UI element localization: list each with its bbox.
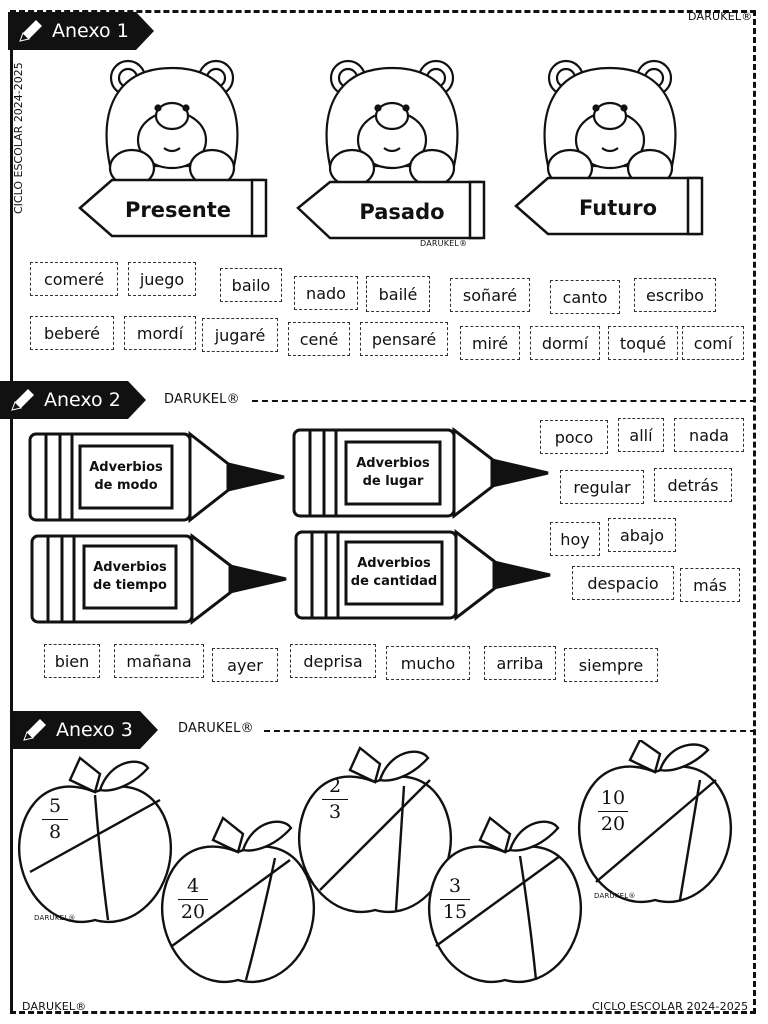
- fraction-4: 3 15: [440, 876, 470, 923]
- word-card[interactable]: escribo: [634, 278, 716, 312]
- word-card[interactable]: allí: [618, 418, 664, 452]
- brand-bears: DARUKEL®: [420, 239, 468, 248]
- word-card[interactable]: bailé: [366, 276, 430, 312]
- brand-apple-5: DARUKEL®: [594, 892, 636, 900]
- annex3-divider: [264, 730, 756, 732]
- page-border: [10, 10, 756, 1014]
- word-card[interactable]: detrás: [654, 468, 732, 502]
- fraction-numerator: 10: [600, 787, 626, 809]
- word-card[interactable]: hoy: [550, 522, 600, 556]
- brand-annex2: DARUKEL®: [164, 392, 240, 407]
- word-card[interactable]: toqué: [608, 326, 678, 360]
- word-card[interactable]: cené: [288, 322, 350, 356]
- word-card[interactable]: mordí: [124, 316, 196, 350]
- word-card[interactable]: despacio: [572, 566, 674, 600]
- word-card[interactable]: bailo: [220, 268, 282, 302]
- word-card[interactable]: poco: [540, 420, 608, 454]
- apples-illustration: [17, 740, 733, 984]
- fraction-bar: [322, 798, 348, 800]
- word-card[interactable]: arriba: [484, 646, 556, 680]
- fraction-numerator: 2: [328, 775, 342, 797]
- annex2-title: Anexo 2: [44, 389, 121, 411]
- word-card[interactable]: nado: [294, 276, 358, 310]
- fraction-numerator: 4: [186, 875, 200, 897]
- fraction-bar: [598, 810, 628, 812]
- word-card[interactable]: mañana: [114, 644, 204, 678]
- annex3-tag: Anexo 3: [12, 711, 158, 749]
- school-year-bottom: CICLO ESCOLAR 2024-2025: [592, 1000, 749, 1013]
- fraction-numerator: 3: [448, 875, 462, 897]
- fraction-5: 10 20: [598, 788, 628, 835]
- fraction-bar: [42, 818, 68, 820]
- bear-pencils: [78, 176, 704, 240]
- pencil-icon: [23, 719, 46, 741]
- bear-label-pasado: Pasado: [359, 200, 445, 224]
- bear-label-futuro: Futuro: [578, 196, 658, 220]
- bears-illustration: [105, 59, 677, 188]
- word-card[interactable]: juego: [128, 262, 196, 296]
- word-card[interactable]: comeré: [30, 262, 118, 296]
- fraction-denominator: 3: [328, 800, 342, 823]
- fraction-2: 4 20: [178, 876, 208, 923]
- word-card[interactable]: siempre: [564, 648, 658, 682]
- adverb-pencils: [28, 426, 551, 626]
- annex2-tag: Anexo 2: [0, 381, 146, 419]
- word-card[interactable]: abajo: [608, 518, 676, 552]
- word-card[interactable]: soñaré: [450, 278, 530, 312]
- word-card[interactable]: ayer: [212, 648, 278, 682]
- fraction-numerator: 5: [48, 795, 62, 817]
- word-card[interactable]: deprisa: [290, 644, 376, 678]
- fraction-denominator: 8: [48, 820, 62, 843]
- fraction-1: 5 8: [42, 796, 68, 843]
- word-card[interactable]: jugaré: [202, 318, 278, 352]
- word-card[interactable]: miré: [460, 326, 520, 360]
- word-card[interactable]: mucho: [386, 646, 470, 680]
- word-card[interactable]: regular: [560, 470, 644, 504]
- word-card[interactable]: bien: [44, 644, 100, 678]
- fraction-3: 2 3: [322, 776, 348, 823]
- word-card[interactable]: pensaré: [360, 322, 448, 356]
- pencil-icon: [19, 20, 42, 42]
- brand-top-right: DARUKEL®: [688, 10, 753, 23]
- word-card[interactable]: nada: [674, 418, 744, 452]
- word-card[interactable]: canto: [550, 280, 620, 314]
- word-card[interactable]: dormí: [530, 326, 600, 360]
- brand-bottom-left: DARUKEL®: [22, 1000, 87, 1013]
- annex1-tag: Anexo 1: [8, 12, 154, 50]
- pencil-icon: [11, 389, 34, 411]
- brand-annex3: DARUKEL®: [178, 721, 254, 736]
- word-card[interactable]: beberé: [30, 316, 114, 350]
- word-card[interactable]: más: [680, 568, 740, 602]
- word-card[interactable]: comí: [682, 326, 744, 360]
- annex1-title: Anexo 1: [52, 20, 129, 42]
- brand-apple-1: DARUKEL®: [34, 914, 76, 922]
- fraction-bar: [178, 898, 208, 900]
- fraction-denominator: 20: [180, 900, 206, 923]
- fraction-denominator: 15: [442, 900, 468, 923]
- fraction-denominator: 20: [600, 812, 626, 835]
- fraction-bar: [440, 898, 470, 900]
- annex3-title: Anexo 3: [56, 719, 133, 741]
- bear-label-presente: Presente: [125, 198, 231, 222]
- annex2-divider: [252, 400, 756, 402]
